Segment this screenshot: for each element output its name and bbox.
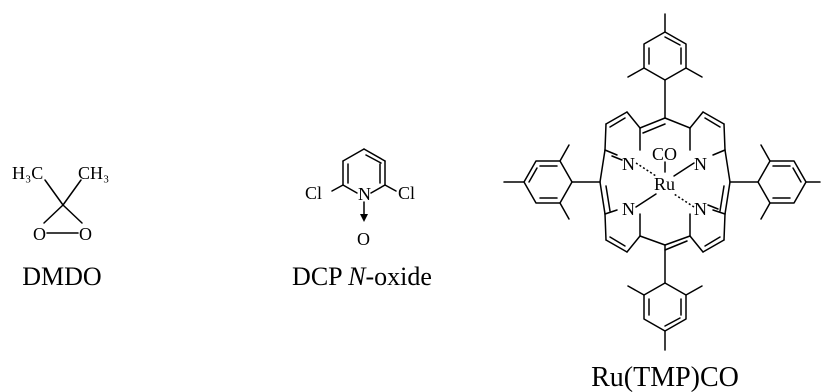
pyrrole-bond xyxy=(689,235,704,253)
mesityl-top-ortho-methyl xyxy=(685,67,703,78)
ru-n-bond xyxy=(673,162,695,177)
dmdo-bond-c-ch3-left xyxy=(44,179,64,206)
pyrrole-nitrogen-bottom-right: N xyxy=(694,199,707,219)
ru-n-dative-bond xyxy=(635,162,657,177)
dcp-n-o-arrow-head xyxy=(360,214,368,222)
ruthenium-center: Ru CO N N N N xyxy=(622,144,707,219)
mesityl-top xyxy=(627,13,703,119)
ru-tmp-co-structure: Ru CO N N N N Ru(TMP)CO xyxy=(503,13,821,392)
dmdo-structure: H₃C CH₃ O O DMDO xyxy=(12,163,109,291)
dcp-nitrogen: N xyxy=(358,184,371,204)
dcp-chlorine-left: Cl xyxy=(305,183,322,203)
pyrrole-bond xyxy=(702,111,725,125)
pyrrole-bond xyxy=(689,111,704,129)
dmdo-oxygen-right: O xyxy=(79,224,92,244)
porphyrin-core xyxy=(599,111,731,253)
meso-bond xyxy=(639,117,666,129)
pyrrole-bond xyxy=(604,149,618,156)
mesityl-right-double xyxy=(792,167,802,183)
pyrrole-bond xyxy=(702,239,725,253)
mesityl-left-double xyxy=(528,167,538,183)
ruthenium-atom: Ru xyxy=(654,174,675,194)
dcp-ring-bond xyxy=(363,148,386,162)
mesityl-top-ring xyxy=(643,31,687,81)
meso-bond xyxy=(599,181,606,215)
mesityl-right-ring xyxy=(757,160,807,204)
dmdo-bond-c-o-right xyxy=(62,204,83,224)
mesityl-left-ortho-methyl xyxy=(559,144,570,162)
mesityl-right-ortho-methyl xyxy=(760,144,771,162)
dmdo-name-label: DMDO xyxy=(22,262,101,291)
mesityl-bottom-double xyxy=(664,317,681,327)
mesityl-left-ortho-methyl xyxy=(559,202,570,220)
pyrrole-bond xyxy=(712,149,726,156)
pyrrole-bond xyxy=(723,213,726,241)
pyrrole-double xyxy=(609,236,626,247)
pyrrole-bond xyxy=(605,239,628,253)
pyrrole-bond xyxy=(605,111,628,125)
dcp-ring-bond xyxy=(370,184,386,194)
meso-bond xyxy=(639,235,666,246)
meso-bond xyxy=(724,149,731,183)
dcp-ring-bond xyxy=(342,148,365,162)
pyrrole-bond xyxy=(626,111,641,129)
meso-double-bond xyxy=(605,185,611,212)
pyrrole-double xyxy=(704,236,721,247)
pyrrole-bond xyxy=(604,123,607,151)
dcp-ring-bond xyxy=(342,184,358,194)
mesityl-top-double xyxy=(664,36,681,46)
mesityl-right xyxy=(729,144,821,220)
dmdo-methyl-left: H₃C xyxy=(12,163,43,183)
mesityl-bottom xyxy=(627,244,703,351)
mesityl-bottom-ring xyxy=(643,282,687,332)
ru-n-dative-bond xyxy=(673,193,695,208)
dcp-chlorine-right: Cl xyxy=(398,183,415,203)
dcp-bond-c-cl-left xyxy=(331,184,344,192)
meso-double-bond xyxy=(719,185,725,212)
imine-double-bond xyxy=(707,204,719,210)
dcp-bond-c-cl-right xyxy=(384,184,397,192)
mesityl-right-ortho-methyl xyxy=(760,202,771,220)
ru-n-bond xyxy=(635,193,657,208)
mesityl-left-ring xyxy=(523,160,573,204)
dmdo-oxygen-left: O xyxy=(33,224,46,244)
dcp-name-label: DCP N-oxide xyxy=(292,262,432,291)
meso-bond xyxy=(664,117,691,129)
meso-bond xyxy=(599,149,606,183)
dcp-n-oxide-structure: Cl N Cl O DCP N-oxide xyxy=(292,148,432,291)
dcp-oxygen: O xyxy=(357,229,370,249)
pyrrole-double xyxy=(704,117,721,128)
mesityl-bottom-ortho-methyl xyxy=(627,285,645,296)
pyrrole-bond xyxy=(626,235,641,253)
meso-bond xyxy=(724,181,731,215)
meso-double-bond xyxy=(664,240,688,251)
imine-double-bond xyxy=(611,155,623,161)
pyrrole-bond xyxy=(604,209,618,215)
pyrrole-double xyxy=(609,117,626,128)
pyrrole-nitrogen-top-left: N xyxy=(622,154,635,174)
pyrrole-nitrogen-bottom-left: N xyxy=(622,199,635,219)
pyrrole-bond xyxy=(712,209,726,215)
carbonyl-ligand: CO xyxy=(652,144,677,164)
dmdo-bond-c-ch3-right xyxy=(62,179,82,206)
dmdo-methyl-right: CH₃ xyxy=(78,163,109,183)
mesityl-bottom-ortho-methyl xyxy=(685,285,703,296)
ru-tmp-co-name-label: Ru(TMP)CO xyxy=(591,362,739,392)
meso-bond xyxy=(664,235,691,246)
mesityl-left xyxy=(503,144,601,220)
pyrrole-bond xyxy=(604,213,607,241)
meso-double-bond xyxy=(642,123,666,134)
pyrrole-nitrogen-top-right: N xyxy=(694,154,707,174)
dmdo-bond-c-o-left xyxy=(43,204,64,224)
mesityl-top-ortho-methyl xyxy=(627,67,645,78)
pyrrole-bond xyxy=(723,123,726,151)
dcp-ring-double-bond xyxy=(365,154,382,164)
